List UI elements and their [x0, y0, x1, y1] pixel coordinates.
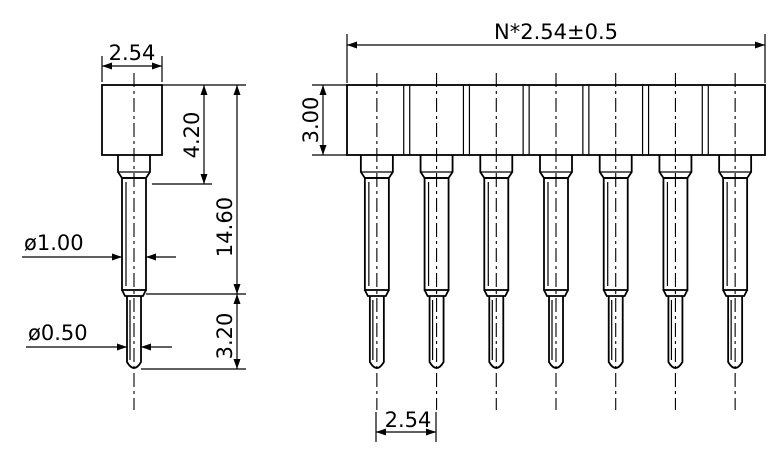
- side-tail-length-label: 3.20: [213, 313, 237, 360]
- side-pin-length-label: 14.60: [213, 197, 237, 257]
- front-pin-shoulder: [543, 289, 569, 297]
- front-pin-shoulder: [602, 289, 629, 297]
- side-tip-diameter-label: ø0.50: [28, 321, 88, 345]
- side-pin-diameter-label: ø1.00: [24, 231, 84, 255]
- front-pin-shoulder: [483, 289, 510, 297]
- front-pin-shoulder: [722, 289, 748, 297]
- front-housing-height-label: 3.00: [299, 97, 323, 144]
- front-view: N*2.54±0.5 3.00 2.54: [299, 20, 766, 442]
- front-pitch-label: 2.54: [385, 408, 432, 432]
- front-pins-group: [359, 73, 753, 410]
- side-housing-height-label: 4.20: [180, 112, 204, 159]
- side-housing: [101, 84, 163, 156]
- front-pin-shoulder: [662, 289, 689, 297]
- side-pitch-label: 2.54: [109, 41, 156, 65]
- front-pin-shoulder: [364, 289, 390, 297]
- side-pin-shoulder: [121, 289, 147, 297]
- front-overall-width-label: N*2.54±0.5: [494, 20, 618, 44]
- side-view: 2.54 4.20 14.60 3.20 ø1.00 ø0.50: [22, 41, 246, 410]
- front-pin-shoulder: [423, 289, 450, 297]
